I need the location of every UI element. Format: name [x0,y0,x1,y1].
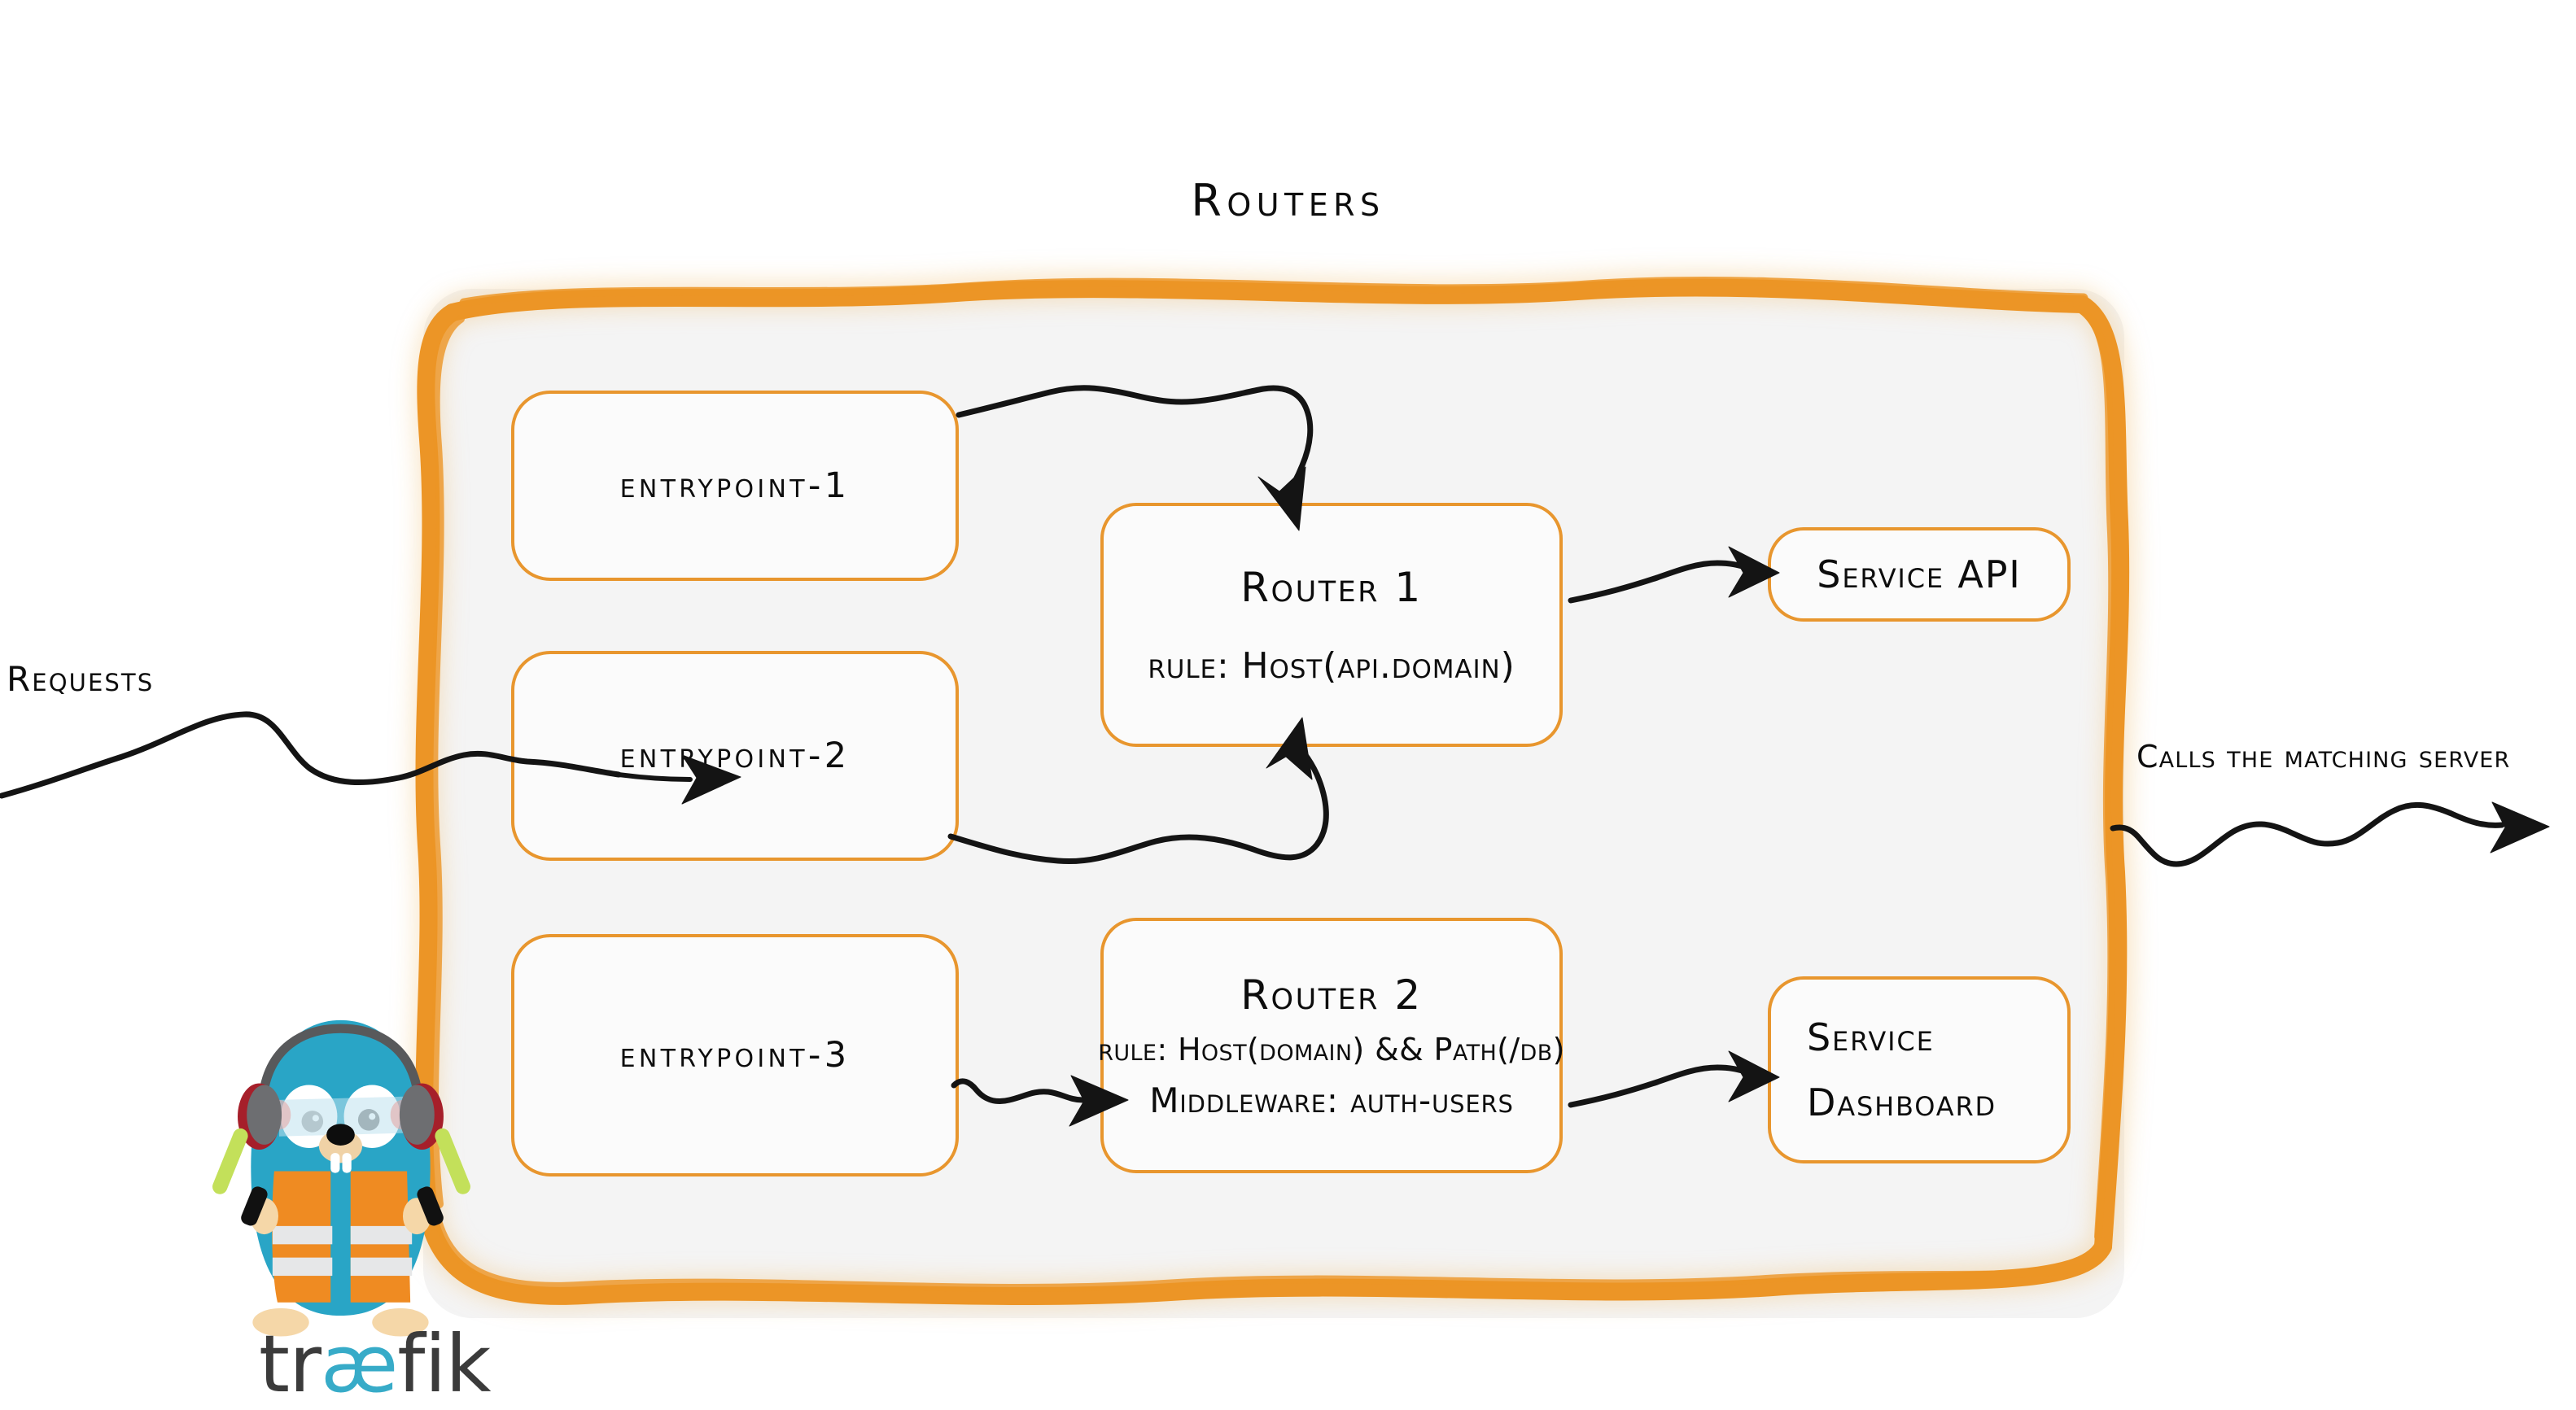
traefik-wordmark: træfik [259,1325,492,1403]
router-2-rule: rule: Host(domain) && Path(/db) [1098,1031,1565,1067]
requests-label: Requests [7,659,155,699]
router-2-middleware: Middleware: auth-users [1149,1080,1514,1120]
entrypoint-box-3[interactable]: entrypoint-3 [511,934,959,1176]
router-box-1[interactable]: Router 1 rule: Host(api.domain) [1100,503,1563,747]
entrypoint-3-label: entrypoint-3 [619,1035,851,1076]
service-box-api[interactable]: Service API [1768,527,2071,622]
router-box-2[interactable]: Router 2 rule: Host(domain) && Path(/db)… [1098,918,1565,1173]
entrypoint-1-label: entrypoint-1 [619,465,851,506]
entrypoint-box-1[interactable]: entrypoint-1 [511,391,959,581]
service-api-label: Service API [1817,552,2022,596]
entrypoint-box-2[interactable]: entrypoint-2 [511,651,959,861]
service-dashboard-label-line2: Dashboard [1807,1080,1997,1124]
wordmark-ae-ligature: æ [320,1318,398,1410]
router-1-name: Router 1 [1240,563,1423,611]
wordmark-post: fik [397,1318,491,1410]
wordmark-pre: tr [259,1318,321,1410]
router-2-name: Router 2 [1240,971,1423,1019]
service-dashboard-label-line1: Service [1807,1015,1935,1059]
router-1-rule: rule: Host(api.domain) [1148,644,1515,687]
service-box-dashboard[interactable]: Service Dashboard [1768,976,2071,1163]
page-title: Routers [0,175,2576,226]
arrow-container-to-matching-server [2110,801,2550,867]
page-title-text: Routers [1191,175,1385,226]
calls-matching-server-label: Calls the matching server [2136,739,2511,775]
entrypoint-2-label: entrypoint-2 [619,736,851,776]
